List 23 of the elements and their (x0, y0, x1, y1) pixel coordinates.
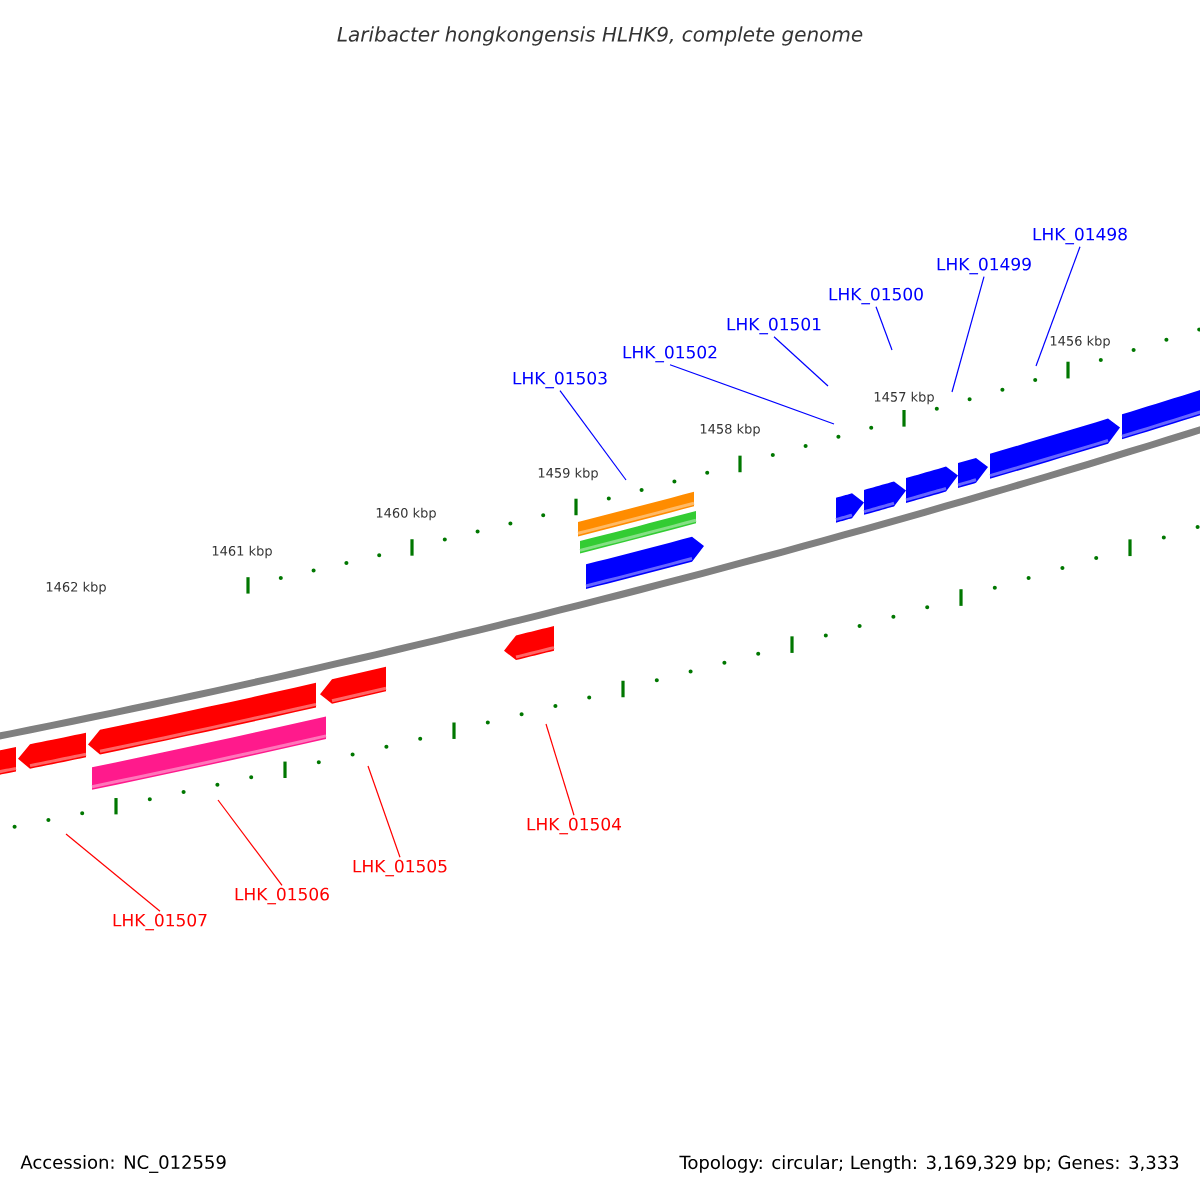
gene-label: LHK_01501 (727, 317, 821, 335)
gene-label: LHK_01505 (353, 859, 447, 877)
title: Laribacter hongkongensis HLHK9, complete genome (337, 26, 863, 46)
gene-label: LHK_01503 (513, 371, 607, 389)
gene-label: LHK_01504 (527, 817, 621, 835)
leader-line (367, 765, 401, 858)
leader-line (545, 723, 575, 816)
gene-label: LHK_01502 (623, 345, 717, 363)
accession-text: Accession: NC_012559 (20, 1155, 226, 1173)
leader-line (773, 336, 829, 387)
leader-line (951, 276, 985, 393)
gene-label: LHK_01499 (937, 257, 1031, 275)
genome-info-text: Topology: circular; Length: 3,169,329 bp; Genes: 3,333 (679, 1155, 1179, 1173)
leader-line (669, 364, 835, 425)
gene-label: LHK_01507 (113, 913, 207, 931)
gene-label: LHK_01498 (1033, 227, 1127, 245)
gene-label: LHK_01506 (235, 887, 329, 905)
leader-line (217, 799, 283, 886)
leader-line (1035, 246, 1081, 367)
leader-line (875, 306, 893, 351)
gene-label: LHK_01500 (829, 287, 923, 305)
leader-line (65, 833, 161, 912)
leader-line (559, 390, 627, 481)
